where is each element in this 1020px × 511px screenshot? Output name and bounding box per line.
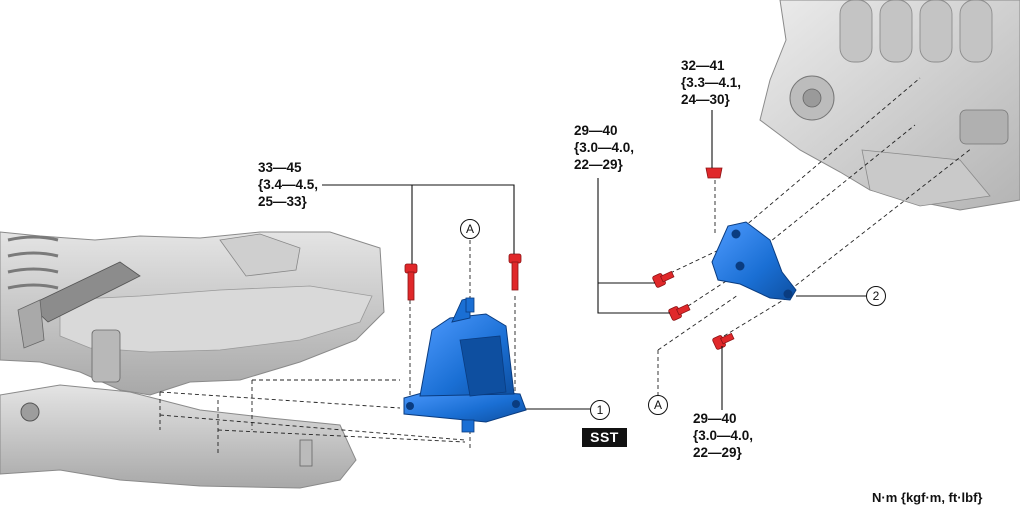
bolt-mid-lower xyxy=(668,303,691,321)
engine-illustration xyxy=(759,0,1020,211)
part-number-2: 2 xyxy=(866,286,886,306)
leader-lines xyxy=(322,110,866,410)
bolts xyxy=(404,167,735,350)
bolt-bottom xyxy=(712,332,735,350)
subframe-illustration xyxy=(0,231,385,489)
part-number-1: 1 xyxy=(590,400,610,420)
torque-callout-top-nut: 32—41 {3.3—4.1, 24—30} xyxy=(681,58,742,107)
nut-top xyxy=(705,167,723,179)
bolt-mid-upper xyxy=(652,270,675,288)
torque-callout-mid-bolts: 29—40 {3.0—4.0, 22—29} xyxy=(574,123,635,172)
reference-mark-a-upper: A xyxy=(460,219,480,239)
torque-callout-bottom-bolt: 29—40 {3.0—4.0, 22—29} xyxy=(693,411,754,460)
bolt-left-1 xyxy=(404,263,418,301)
units-note: N·m {kgf·m, ft·lbf} xyxy=(872,490,983,505)
engine-mount-part xyxy=(403,297,527,433)
torque-callout-left-bolts: 33—45 {3.4—4.5, 25—33} xyxy=(258,160,319,209)
bolt-left-2 xyxy=(508,253,522,291)
bracket-part xyxy=(711,221,797,301)
sst-badge: SST xyxy=(582,428,627,447)
reference-mark-a-lower: A xyxy=(648,395,668,415)
